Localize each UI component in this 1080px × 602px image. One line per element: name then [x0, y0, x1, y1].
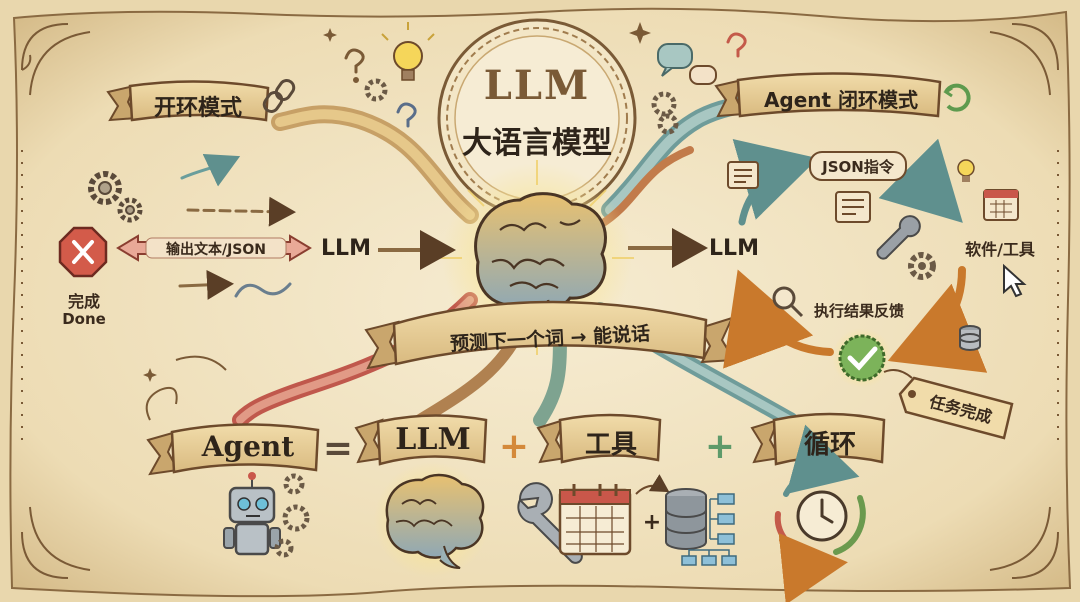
clock-icon	[798, 492, 846, 540]
calendar-icon	[984, 190, 1018, 220]
center-subtitle: 大语言模型	[447, 118, 627, 162]
closed-loop-tool-label: 软件/工具	[950, 236, 1050, 260]
closed-loop-feedback-label: 执行结果反馈	[794, 300, 924, 321]
equation-llm: LLM	[382, 422, 484, 457]
closed-loop-title: Agent 闭环模式	[746, 84, 936, 113]
open-loop-title: 开环模式	[138, 90, 258, 122]
database-icon-small	[960, 326, 980, 350]
database-icon	[666, 489, 706, 549]
equation-small-plus: +	[642, 510, 662, 535]
equation-plus-2: +	[700, 426, 740, 467]
check-badge-icon	[832, 328, 892, 388]
stop-x-icon	[60, 228, 106, 276]
equation-loop: 循环	[778, 424, 882, 461]
equation-equals: =	[318, 428, 358, 469]
open-loop-llm-label: LLM	[316, 236, 376, 261]
open-loop-output-label: 输出文本/JSON	[146, 239, 286, 259]
equation-agent: Agent	[180, 430, 316, 463]
closed-loop-llm-label: LLM	[704, 236, 764, 261]
equation-plus-1: +	[494, 426, 534, 467]
center-title: LLM	[457, 62, 617, 109]
equation-tools: 工具	[564, 424, 658, 461]
closed-loop-json-label: JSON指令	[810, 156, 906, 177]
open-loop-done-zh: 完成	[56, 288, 112, 312]
open-loop-done-en: Done	[56, 310, 112, 328]
